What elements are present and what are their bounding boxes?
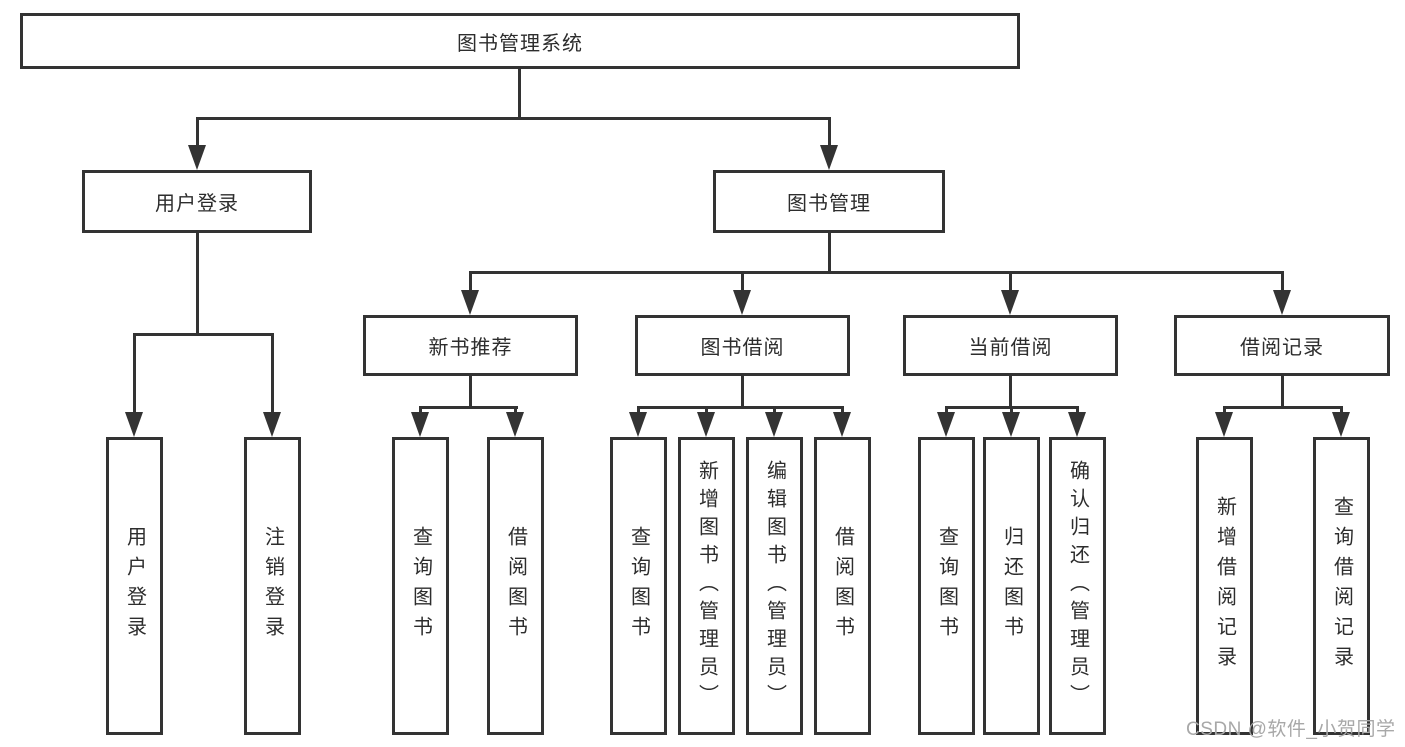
arrowhead-leaf-borrow-book-rec xyxy=(506,412,524,437)
node-current-borrowing-label: 当前借阅 xyxy=(968,337,1053,359)
leaf-edit-book-admin-label: 编辑图书（管理员） xyxy=(763,460,786,712)
node-borrowing-records: 借阅记录 xyxy=(1174,315,1390,376)
connector-book-mgmt-stem xyxy=(828,117,831,149)
leaf-add-book-admin: 新增图书（管理员） xyxy=(678,437,735,735)
connector-leaf-stem xyxy=(1223,406,1226,415)
node-book-borrowing: 图书借阅 xyxy=(635,315,850,376)
connector-book-borrow-down xyxy=(741,376,744,409)
leaf-query-book-borrowing-label: 查询图书 xyxy=(627,526,650,646)
arrowhead-leaf-return-book xyxy=(1002,412,1020,437)
arrowhead-book-borrowing xyxy=(733,290,751,315)
csdn-watermark: CSDN @软件_小贺同学 xyxy=(1186,719,1396,740)
arrowhead-leaf-query-book-borrow xyxy=(629,412,647,437)
node-root-label: 图书管理系统 xyxy=(457,32,583,55)
leaf-logout: 注销登录 xyxy=(244,437,301,735)
connector-l3-stem xyxy=(1009,271,1012,293)
connector-leaf-stem xyxy=(133,333,136,415)
node-new-book-recommend: 新书推荐 xyxy=(363,315,578,376)
leaf-query-book-borrowing: 查询图书 xyxy=(610,437,667,735)
arrowhead-leaf-user-login xyxy=(125,412,143,437)
arrowhead-borrowing-records xyxy=(1273,290,1291,315)
leaf-logout-label: 注销登录 xyxy=(261,526,284,646)
arrowhead-leaf-query-book-current xyxy=(937,412,955,437)
leaf-query-book-current: 查询图书 xyxy=(918,437,975,735)
connector-leaf-stem xyxy=(419,406,422,415)
leaf-add-borrow-record: 新增借阅记录 xyxy=(1196,437,1253,735)
connector-borrow-records-bus xyxy=(1223,406,1343,409)
connector-leaf-stem xyxy=(705,406,708,415)
leaf-user-login-label: 用户登录 xyxy=(123,526,146,646)
connector-root-bus xyxy=(196,117,831,120)
arrowhead-user-login xyxy=(188,145,206,170)
node-book-management-label: 图书管理 xyxy=(787,193,871,215)
connector-user-login-bus xyxy=(133,333,274,336)
leaf-return-book: 归还图书 xyxy=(983,437,1040,735)
connector-leaf-stem xyxy=(1010,406,1013,415)
connector-borrow-records-down xyxy=(1281,376,1284,409)
arrowhead-new-book-recommend xyxy=(461,290,479,315)
leaf-edit-book-admin: 编辑图书（管理员） xyxy=(746,437,803,735)
leaf-borrow-book-recommend-label: 借阅图书 xyxy=(504,526,527,646)
connector-current-borrow-down xyxy=(1009,376,1012,409)
leaf-borrow-book-recommend: 借阅图书 xyxy=(487,437,544,735)
node-user-login: 用户登录 xyxy=(82,170,312,233)
arrowhead-leaf-query-book-rec xyxy=(411,412,429,437)
node-new-book-recommend-label: 新书推荐 xyxy=(428,337,513,359)
connector-leaf-stem xyxy=(514,406,517,415)
leaf-user-login: 用户登录 xyxy=(106,437,163,735)
connector-user-login-down xyxy=(196,233,199,336)
connector-leaf-stem xyxy=(1076,406,1079,415)
connector-book-mgmt-bus xyxy=(469,271,1283,274)
arrowhead-leaf-edit-book xyxy=(765,412,783,437)
leaf-return-book-label: 归还图书 xyxy=(1000,526,1023,646)
node-borrowing-records-label: 借阅记录 xyxy=(1240,337,1324,359)
node-book-management: 图书管理 xyxy=(713,170,945,233)
connector-leaf-stem xyxy=(271,333,274,415)
connector-l3-stem xyxy=(741,271,744,293)
leaf-confirm-return-admin-label: 确认归还（管理员） xyxy=(1066,460,1089,712)
arrowhead-current-borrowing xyxy=(1001,290,1019,315)
connector-leaf-stem xyxy=(637,406,640,415)
connector-leaf-stem xyxy=(945,406,948,415)
leaf-query-borrow-record: 查询借阅记录 xyxy=(1313,437,1370,735)
leaf-query-book-recommend-label: 查询图书 xyxy=(409,526,432,646)
arrowhead-book-mgmt xyxy=(820,145,838,170)
node-current-borrowing: 当前借阅 xyxy=(903,315,1118,376)
connector-leaf-stem xyxy=(773,406,776,415)
node-user-login-label: 用户登录 xyxy=(155,193,239,215)
connector-user-login-stem xyxy=(196,117,199,149)
connector-l3-stem xyxy=(1281,271,1284,293)
connector-root-stem xyxy=(518,68,521,120)
leaf-borrow-book-borrowing-label: 借阅图书 xyxy=(831,526,854,646)
leaf-query-book-current-label: 查询图书 xyxy=(935,526,958,646)
arrowhead-leaf-confirm-return xyxy=(1068,412,1086,437)
leaf-query-borrow-record-label: 查询借阅记录 xyxy=(1330,496,1353,676)
leaf-confirm-return-admin: 确认归还（管理员） xyxy=(1049,437,1106,735)
connector-leaf-stem xyxy=(841,406,844,415)
arrowhead-leaf-query-borrow-record xyxy=(1332,412,1350,437)
leaf-add-book-admin-label: 新增图书（管理员） xyxy=(695,460,718,712)
connector-leaf-stem xyxy=(1340,406,1343,415)
connector-book-mgmt-down xyxy=(828,233,831,274)
connector-new-book-bus xyxy=(419,406,518,409)
connector-l3-stem xyxy=(469,271,472,293)
node-book-borrowing-label: 图书借阅 xyxy=(700,337,785,359)
arrowhead-leaf-add-book xyxy=(697,412,715,437)
node-root: 图书管理系统 xyxy=(20,13,1020,69)
leaf-borrow-book-borrowing: 借阅图书 xyxy=(814,437,871,735)
leaf-add-borrow-record-label: 新增借阅记录 xyxy=(1213,496,1236,676)
arrowhead-leaf-borrow-book xyxy=(833,412,851,437)
connector-book-borrow-bus xyxy=(637,406,844,409)
arrowhead-leaf-logout xyxy=(263,412,281,437)
connector-new-book-down xyxy=(469,376,472,409)
leaf-query-book-recommend: 查询图书 xyxy=(392,437,449,735)
arrowhead-leaf-add-borrow-record xyxy=(1215,412,1233,437)
